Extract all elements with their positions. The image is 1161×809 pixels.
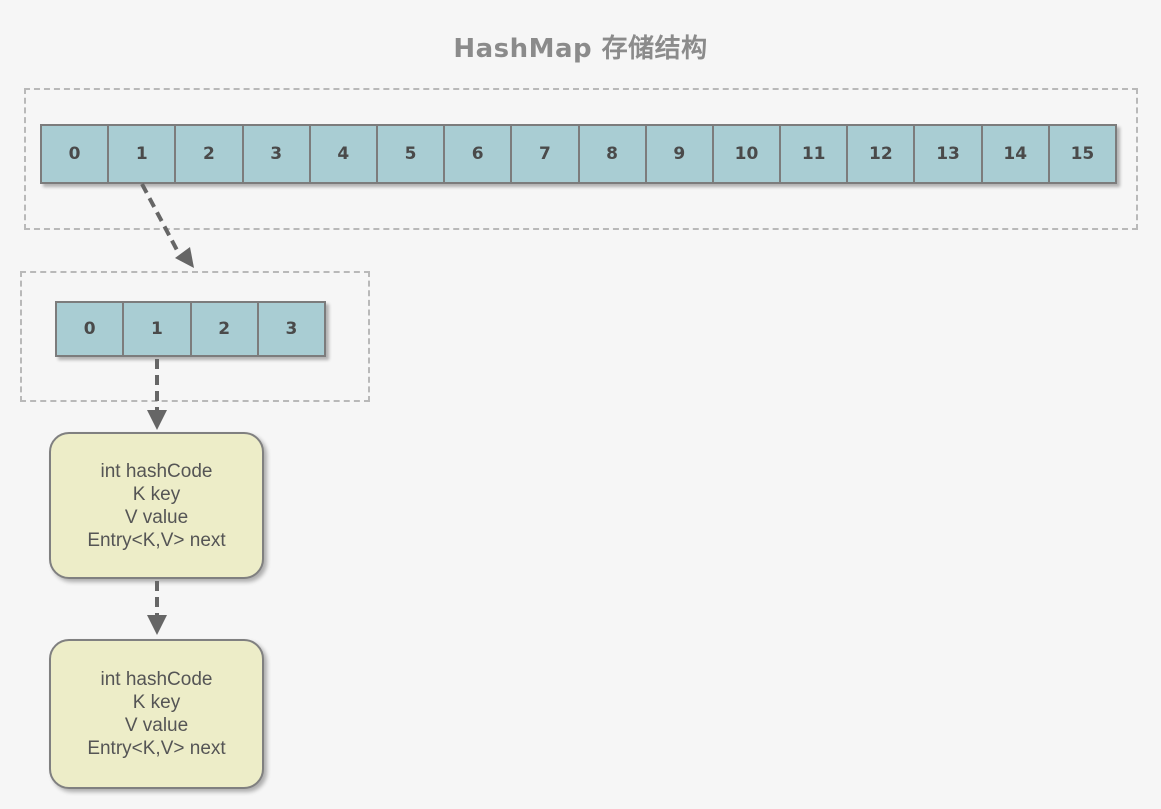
entry-field-label: K key (132, 692, 181, 713)
bucket-cell-12: 12 (846, 124, 916, 184)
sub-bucket-cell-1: 1 (122, 301, 192, 357)
entry-field-label: Entry<K,V> next (87, 738, 226, 759)
bucket-cell-10: 10 (711, 124, 782, 184)
entry-field-label: Entry<K,V> next (87, 529, 226, 551)
bucket-cell-15: 15 (1047, 124, 1117, 184)
sub-bucket-cell-2: 2 (189, 301, 259, 357)
bucket-cell-2: 2 (174, 124, 244, 184)
entry-field-label: V value (124, 715, 189, 736)
arrow-subcell-1-to-node (147, 359, 167, 430)
arrow-bucket-1-to-subtable (140, 183, 194, 268)
sub-bucket-cell-3: 3 (256, 301, 326, 357)
diagram-title: HashMap 存储结构 (453, 34, 708, 64)
arrowhead-icon (147, 615, 167, 635)
bucket-cell-6: 6 (443, 124, 513, 184)
bucket-cell-7: 7 (510, 124, 580, 184)
sub-table-group (20, 271, 370, 402)
bucket-cell-14: 14 (980, 124, 1050, 184)
bucket-cell-0: 0 (40, 124, 110, 184)
entry-field-label: K key (132, 483, 181, 505)
bucket-cell-9: 9 (644, 124, 714, 184)
bucket-cell-4: 4 (308, 124, 378, 184)
arrowhead-icon (175, 247, 194, 268)
main-table-group (24, 88, 1138, 230)
bucket-cell-5: 5 (375, 124, 446, 184)
arrowhead-icon (147, 410, 167, 430)
arrow-node-to-next-node (147, 581, 167, 635)
entry-field-label: int hashCode (100, 669, 213, 690)
entry-field-label: int hashCode (100, 460, 213, 482)
entry-field-label: V value (124, 506, 189, 528)
